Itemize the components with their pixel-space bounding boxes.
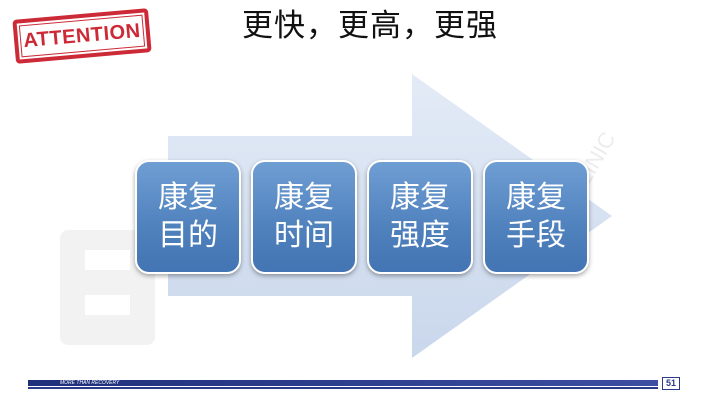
- footer-tagline: MORE THAN RECOVERY: [60, 380, 120, 386]
- stamp-label: ATTENTION: [22, 19, 142, 52]
- box-rehab-intensity: 康复 强度: [367, 160, 473, 274]
- box-rehab-means: 康复 手段: [483, 160, 589, 274]
- box-line: 康复: [390, 180, 450, 215]
- footer-rule: [28, 387, 658, 389]
- slide-title: 更快，更高，更强: [242, 8, 498, 44]
- box-line: 时间: [274, 218, 334, 253]
- box-line: 强度: [390, 218, 450, 253]
- box-line: 康复: [274, 180, 334, 215]
- box-line: 目的: [158, 218, 218, 253]
- footer-bar: [28, 380, 658, 386]
- box-line: 手段: [506, 218, 566, 253]
- box-line: 康复: [506, 180, 566, 215]
- box-rehab-time: 康复 时间: [251, 160, 357, 274]
- box-rehab-goal: 康复 目的: [135, 160, 241, 274]
- page-number: 51: [662, 377, 680, 390]
- box-line: 康复: [158, 180, 218, 215]
